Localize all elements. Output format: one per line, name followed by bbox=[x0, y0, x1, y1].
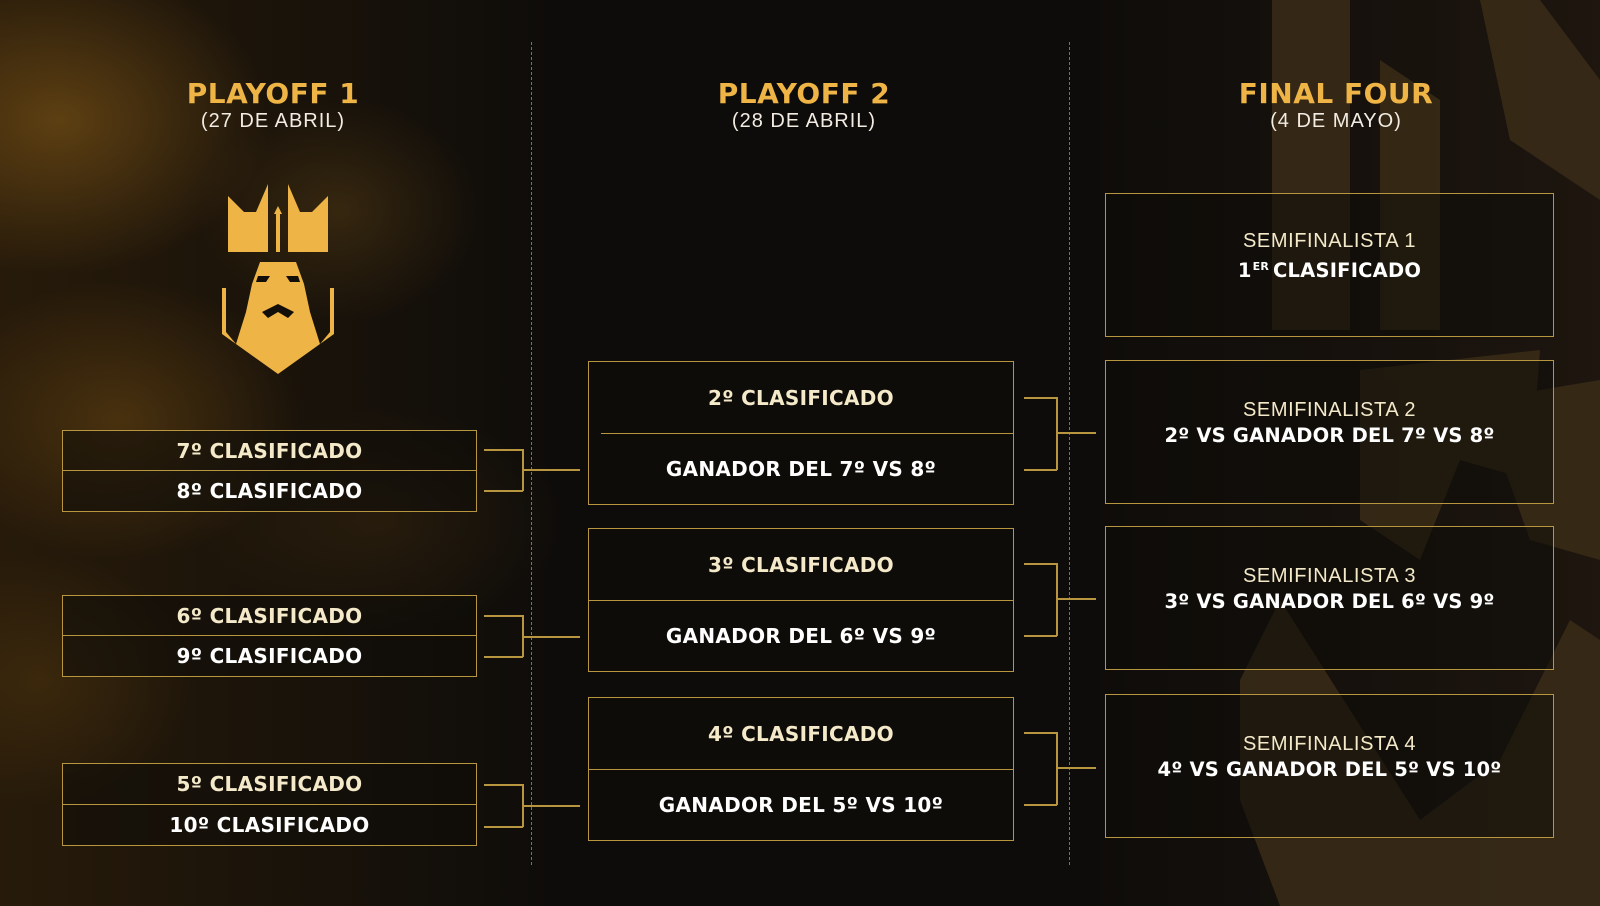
semifinalist-label: SEMIFINALISTA 3 bbox=[1242, 565, 1417, 587]
team-slot: 6º CLASIFICADO bbox=[63, 596, 476, 636]
semifinalist-label: SEMIFINALISTA 2 bbox=[1242, 399, 1417, 421]
playoff1-match-1: 7º CLASIFICADO 8º CLASIFICADO bbox=[62, 430, 477, 512]
slot-divider bbox=[589, 600, 1013, 601]
column-title: PLAYOFF 1 bbox=[186, 77, 360, 110]
team-slot: GANADOR DEL 6º VS 9º bbox=[665, 623, 937, 648]
team-slot: GANADOR DEL 7º VS 8º bbox=[665, 456, 937, 481]
playoff2-header: PLAYOFF 2 (28 DE ABRIL) bbox=[594, 77, 1014, 133]
playoff1-match-2: 6º CLASIFICADO 9º CLASIFICADO bbox=[62, 595, 477, 677]
final-four-header: FINAL FOUR (4 DE MAYO) bbox=[1126, 77, 1546, 133]
semifinalist-2-card: SEMIFINALISTA 2 2º VS GANADOR DEL 7º VS … bbox=[1105, 360, 1554, 504]
column-date: (27 DE ABRIL) bbox=[200, 110, 346, 132]
team-slot: 5º CLASIFICADO bbox=[63, 764, 476, 805]
team-slot: 7º CLASIFICADO bbox=[63, 431, 476, 471]
team-slot: 10º CLASIFICADO bbox=[169, 812, 370, 837]
semifinalist-label: SEMIFINALISTA 4 bbox=[1242, 733, 1417, 755]
column-divider-1 bbox=[531, 42, 532, 865]
slot-divider bbox=[601, 433, 1013, 434]
semifinalist-match: 2º VS GANADOR DEL 7º VS 8º bbox=[1164, 424, 1495, 447]
semifinalist-3-card: SEMIFINALISTA 3 3º VS GANADOR DEL 6º VS … bbox=[1105, 526, 1554, 670]
column-date: (4 DE MAYO) bbox=[1270, 110, 1402, 132]
playoff2-match-1: 2º CLASIFICADO GANADOR DEL 7º VS 8º bbox=[588, 361, 1014, 505]
playoff1-match-3: 5º CLASIFICADO 10º CLASIFICADO bbox=[62, 763, 477, 846]
playoff1-header: PLAYOFF 1 (27 DE ABRIL) bbox=[63, 77, 483, 133]
column-date: (28 DE ABRIL) bbox=[731, 110, 877, 132]
playoff2-match-3: 4º CLASIFICADO GANADOR DEL 5º VS 10º bbox=[588, 697, 1014, 841]
team-slot: 3º CLASIFICADO bbox=[708, 552, 894, 577]
team-slot: GANADOR DEL 5º VS 10º bbox=[658, 792, 944, 817]
semifinalist-match: 4º VS GANADOR DEL 5º VS 10º bbox=[1157, 758, 1502, 781]
column-divider-2 bbox=[1069, 42, 1070, 865]
team-slot: 9º CLASIFICADO bbox=[176, 644, 363, 668]
team-slot: 2º CLASIFICADO bbox=[708, 385, 894, 410]
team-slot: 8º CLASIFICADO bbox=[176, 479, 363, 503]
semifinalist-4-card: SEMIFINALISTA 4 4º VS GANADOR DEL 5º VS … bbox=[1105, 694, 1554, 838]
column-title: PLAYOFF 2 bbox=[717, 77, 891, 110]
column-title: FINAL FOUR bbox=[1238, 77, 1434, 110]
semifinalist-match: 3º VS GANADOR DEL 6º VS 9º bbox=[1164, 590, 1495, 613]
team-slot: 4º CLASIFICADO bbox=[708, 721, 894, 746]
slot-divider bbox=[589, 769, 1013, 770]
playoff2-match-2: 3º CLASIFICADO GANADOR DEL 6º VS 9º bbox=[588, 528, 1014, 672]
semifinalist-label: SEMIFINALISTA 1 bbox=[1242, 230, 1417, 252]
crowned-king-logo-icon bbox=[222, 184, 334, 374]
